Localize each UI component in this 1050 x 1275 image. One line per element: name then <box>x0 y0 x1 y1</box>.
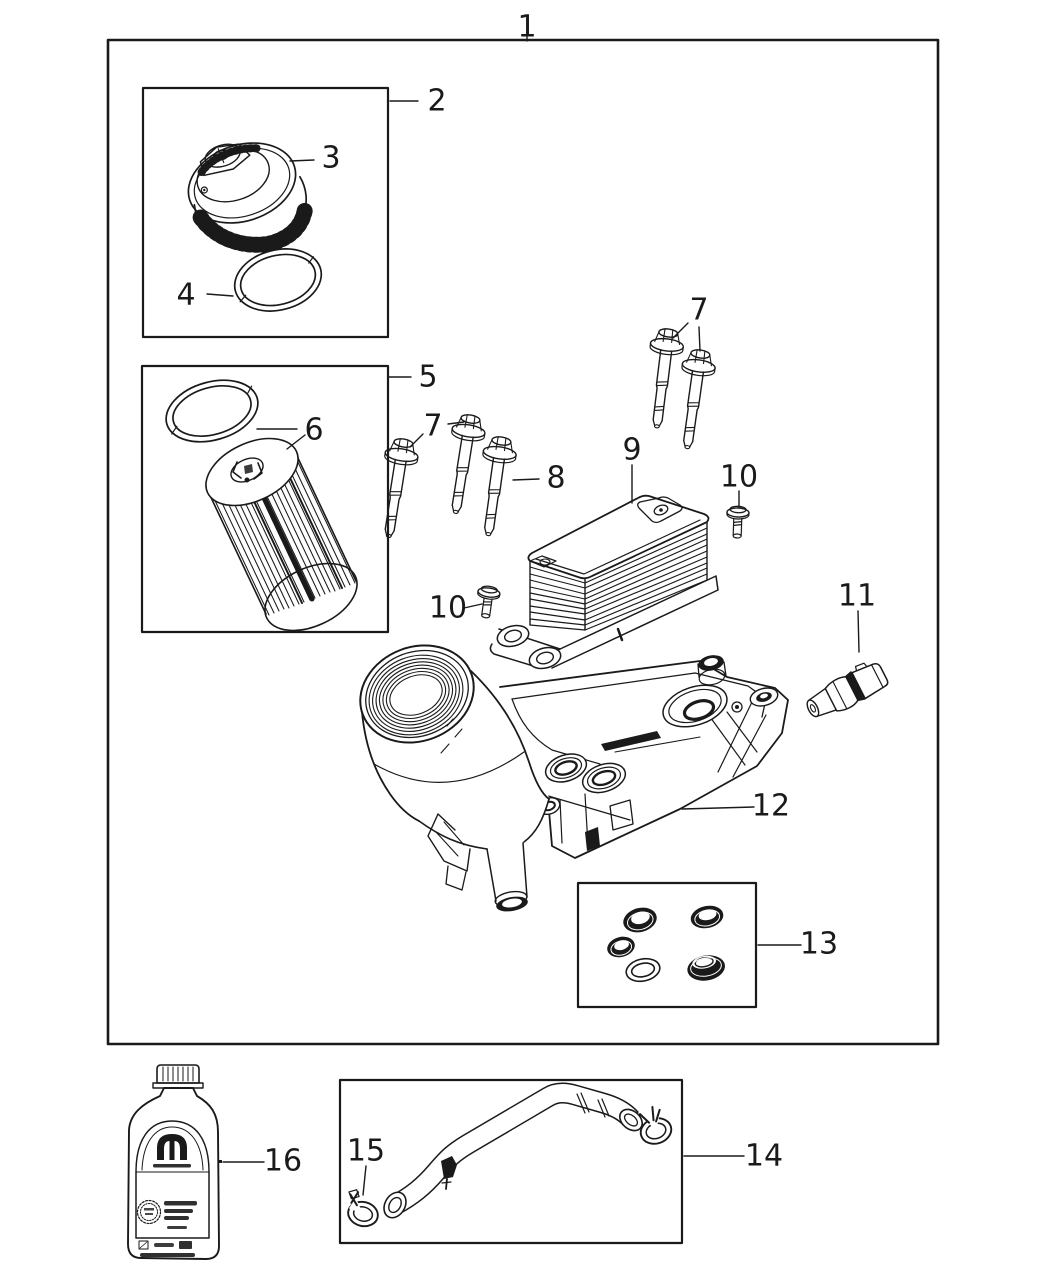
cooler-screw-right <box>725 505 750 540</box>
seal-ring-3 <box>607 936 635 958</box>
seal-kit-rings <box>607 905 726 983</box>
callout-14: 14 <box>745 1139 783 1174</box>
seal-kit-box <box>576 881 758 1009</box>
mopar-logo-icon <box>157 1134 187 1160</box>
oil-bottle <box>127 1064 220 1260</box>
callout-10-right: 10 <box>720 460 758 495</box>
hose-clamp-right <box>639 1105 673 1145</box>
callout-7-left: 7 <box>423 409 442 444</box>
mount-bolt-8 <box>471 434 520 539</box>
callout-9: 9 <box>622 433 641 468</box>
leader-lines <box>206 30 860 1196</box>
cap-o-ring <box>233 248 323 312</box>
hose-clamp-left <box>347 1189 379 1228</box>
oil-filter-cap <box>187 142 314 253</box>
callout-15: 15 <box>347 1134 385 1169</box>
oil-filter-housing <box>359 644 789 912</box>
mount-bolt-7d <box>670 347 719 452</box>
callout-12: 12 <box>752 789 790 824</box>
filter-kit-box <box>140 364 390 634</box>
oil-pressure-sensor <box>806 662 889 718</box>
engine-oil-cooler <box>489 494 719 670</box>
callout-8: 8 <box>546 461 565 496</box>
callout-10-left: 10 <box>429 591 467 626</box>
callout-3: 3 <box>321 141 340 176</box>
filter-cap-kit-box <box>141 86 390 339</box>
recycle-icon <box>138 1240 149 1250</box>
callout-4: 4 <box>176 278 195 313</box>
seal-ring-4 <box>625 957 661 983</box>
callout-13: 13 <box>800 927 838 962</box>
callout-6: 6 <box>304 413 323 448</box>
callout-labels: 1 2 3 4 5 6 7 7 8 9 10 10 11 12 13 14 15… <box>176 10 876 1179</box>
hose-kit-box <box>338 1078 684 1245</box>
filter-o-ring <box>165 379 259 443</box>
assembly-outline-box <box>106 38 940 1046</box>
callout-11: 11 <box>838 579 876 614</box>
certification-seal-icon <box>136 1199 162 1225</box>
mount-bolt-7b <box>438 411 489 517</box>
oil-filter-element <box>205 437 358 632</box>
callout-7-right: 7 <box>689 293 708 328</box>
callout-1: 1 <box>517 10 536 45</box>
seal-ring-2 <box>690 905 724 929</box>
oil-cooler-hose <box>383 1082 643 1219</box>
mount-bolt-7a <box>371 435 422 541</box>
mount-bolt-7c <box>639 326 686 431</box>
hose-clip <box>441 1156 457 1179</box>
callout-5: 5 <box>418 360 437 395</box>
seal-ring-1 <box>623 907 657 933</box>
callout-16: 16 <box>264 1144 302 1179</box>
callout-2: 2 <box>427 84 446 119</box>
cooler-screw-left <box>473 584 502 620</box>
seal-ring-5 <box>687 955 726 981</box>
